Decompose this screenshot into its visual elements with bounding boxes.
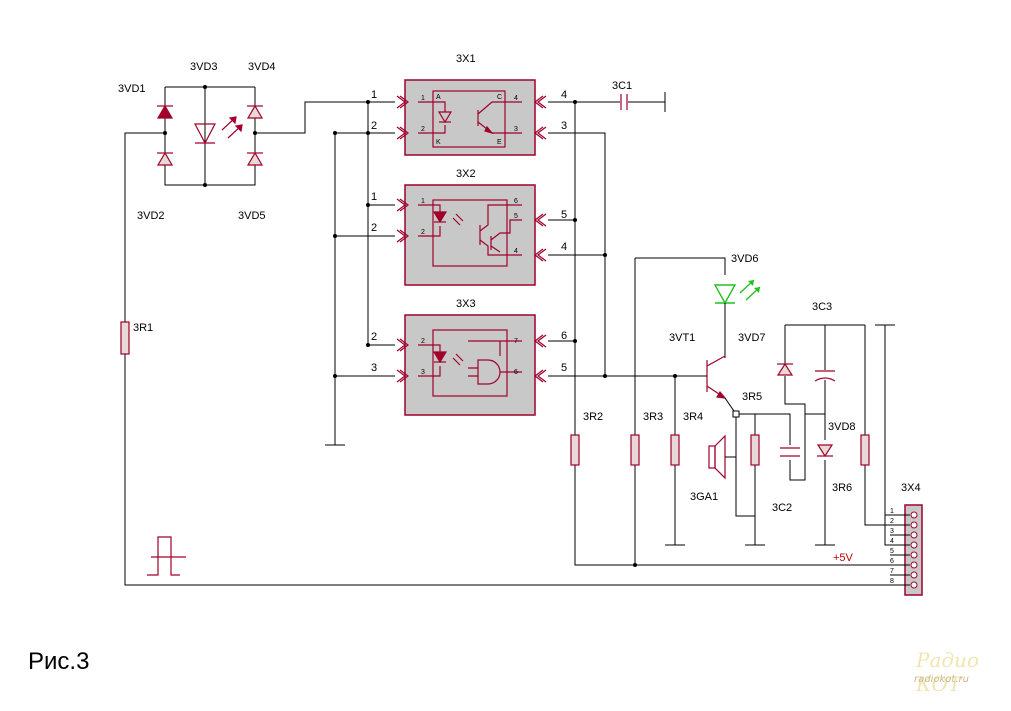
connector-x1 <box>396 79 547 156</box>
x1-inner-e: E <box>497 139 502 146</box>
label-vd6: 3VD6 <box>731 253 759 265</box>
label-r4: 3R4 <box>683 411 703 423</box>
label-vd4: 3VD4 <box>248 61 276 73</box>
x4-pin-7: 7 <box>890 568 894 575</box>
x3-inner-3: 3 <box>421 369 425 376</box>
label-vd5: 3VD5 <box>238 210 266 222</box>
diode-vd4 <box>246 104 264 119</box>
x2-inner-6: 6 <box>514 198 518 205</box>
x4-pin-2: 2 <box>890 518 894 525</box>
label-c3: 3C3 <box>812 301 832 313</box>
x3-inner-7: 7 <box>514 338 518 345</box>
connector-x3 <box>396 314 547 416</box>
x3-inner-6: 6 <box>514 369 518 376</box>
diode-vd7 <box>776 362 794 376</box>
led-vd6 <box>713 279 761 358</box>
x3-left-pin-3: 3 <box>371 362 377 374</box>
label-vd7: 3VD7 <box>738 332 766 344</box>
label-vt1: 3VT1 <box>669 332 695 344</box>
x2-right-pin-4: 4 <box>561 241 567 253</box>
label-x2: 3X2 <box>456 168 476 180</box>
x3-right-pin-6: 6 <box>561 330 567 342</box>
x4-pin-4: 4 <box>890 538 894 545</box>
led-vd3 <box>194 116 243 145</box>
x2-left-pin-2: 2 <box>371 222 377 234</box>
x1-right-pin-3: 3 <box>561 120 567 132</box>
label-r6: 3R6 <box>832 482 852 494</box>
x3-right-pin-5: 5 <box>561 362 567 374</box>
pulse-signal-icon <box>147 536 186 576</box>
resistor-r1 <box>120 321 130 355</box>
input-bus <box>325 100 395 446</box>
label-vd2: 3VD2 <box>137 210 165 222</box>
x1-inner-2: 2 <box>421 126 425 133</box>
x2-right-pin-5: 5 <box>561 209 567 221</box>
supply-label: +5V <box>833 552 854 564</box>
label-vd1: 3VD1 <box>118 83 146 95</box>
watermark: Радио КОТ radiokot.ru <box>912 648 1004 696</box>
resistor-r3 <box>630 434 640 466</box>
label-x1: 3X1 <box>456 53 476 65</box>
resistor-r4 <box>670 434 680 466</box>
x1-left-pin-2: 2 <box>371 120 377 132</box>
diode-vd1 <box>156 104 174 119</box>
x1-left-pin-1: 1 <box>371 89 377 101</box>
watermark-logo: Радио КОТ <box>916 648 979 696</box>
x4-pin-1: 1 <box>890 508 894 515</box>
x4-pin-5: 5 <box>890 548 894 555</box>
diode-vd2 <box>156 151 174 166</box>
label-r2: 3R2 <box>583 411 603 423</box>
label-x3: 3X3 <box>456 298 476 310</box>
diode-bridge <box>124 85 890 586</box>
x4-pin-6: 6 <box>890 558 894 565</box>
diode-vd5 <box>246 151 264 166</box>
resistor-r6 <box>860 434 870 466</box>
connector-x2 <box>396 184 547 286</box>
x4-pin-3: 3 <box>890 528 894 535</box>
label-r5: 3R5 <box>742 391 762 403</box>
label-c2: 3C2 <box>772 502 792 514</box>
x3-left-pin-2: 2 <box>371 331 377 343</box>
label-r1: 3R1 <box>133 322 153 334</box>
label-r3: 3R3 <box>643 411 663 423</box>
x2-inner-4: 4 <box>514 248 518 255</box>
label-vd3: 3VD3 <box>190 61 218 73</box>
resistor-r5 <box>750 434 760 466</box>
x1-right-pin-4: 4 <box>561 89 567 101</box>
label-x4: 3X4 <box>901 482 921 494</box>
x2-inner-5: 5 <box>514 213 518 220</box>
figure-caption: Рис.3 <box>28 648 90 675</box>
x1-inner-c: C <box>497 94 502 101</box>
capacitor-c2 <box>780 447 800 457</box>
x1-inner-4: 4 <box>514 95 518 102</box>
x1-inner-3: 3 <box>514 126 518 133</box>
output-bus <box>548 100 890 567</box>
speaker-ga1 <box>708 434 736 480</box>
label-vd8: 3VD8 <box>828 421 856 433</box>
x2-inner-2: 2 <box>421 229 425 236</box>
transistor-vt1 <box>705 355 737 415</box>
connector-x4 <box>885 504 923 596</box>
watermark-url: radiokot.ru <box>914 674 969 685</box>
capacitor-c3 <box>814 370 836 382</box>
x1-inner-1: 1 <box>421 95 425 102</box>
x1-inner-k: K <box>436 139 441 146</box>
x2-left-pin-1: 1 <box>371 191 377 203</box>
capacitor-c1 <box>610 92 666 112</box>
x2-inner-1: 1 <box>421 198 425 205</box>
diode-vd8 <box>816 444 834 458</box>
x1-inner-a: A <box>436 94 441 101</box>
x3-inner-2: 2 <box>421 338 425 345</box>
label-c1: 3C1 <box>612 80 632 92</box>
resistor-r2 <box>570 434 580 466</box>
x4-pin-8: 8 <box>890 578 894 585</box>
label-ga1: 3GA1 <box>690 491 718 503</box>
